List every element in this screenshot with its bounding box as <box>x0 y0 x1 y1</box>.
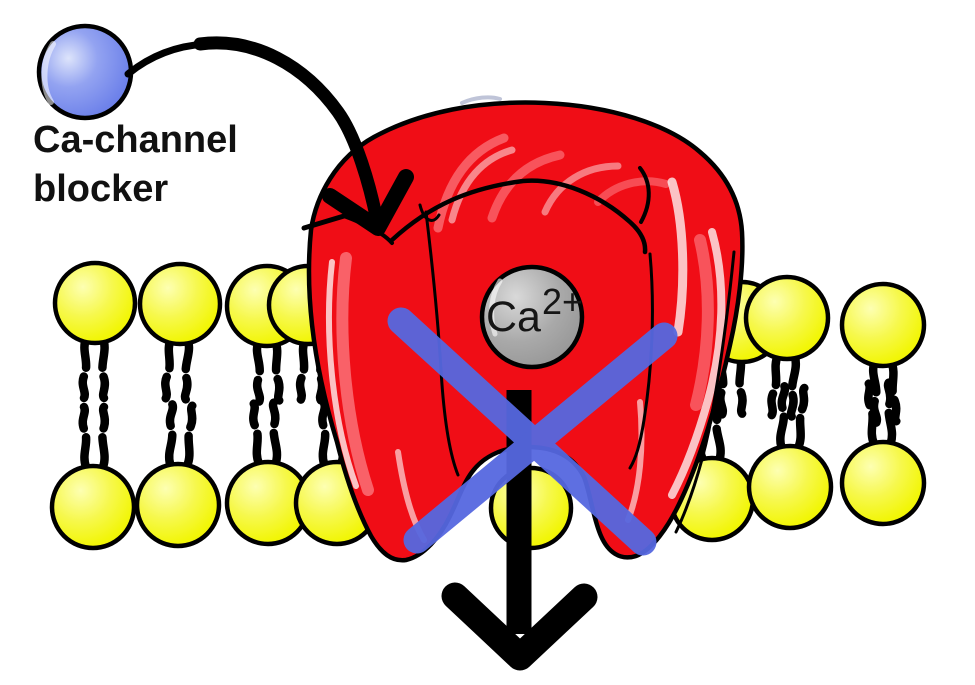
ion-charge: 2+ <box>541 281 584 322</box>
lipid-head <box>134 461 222 549</box>
block-x-icon <box>387 307 678 556</box>
lipid-head <box>137 261 223 347</box>
channel-inner-wall-right <box>628 252 654 470</box>
channel-rim-fold <box>638 166 651 224</box>
channel-mouth-line <box>389 178 648 255</box>
channel-inner-lines <box>301 95 736 534</box>
channel-inner-hook <box>418 203 441 222</box>
lipid-tails <box>255 340 280 401</box>
calcium-ion <box>479 264 585 370</box>
channel-highlights <box>326 133 726 543</box>
blocker-molecule <box>36 23 134 121</box>
blocker-arrow-head <box>322 169 414 236</box>
flow-arrow-head <box>441 582 598 671</box>
lipid-tails <box>167 404 193 465</box>
blocker-label: Ca-channel blocker <box>33 119 238 210</box>
lipid-tails <box>165 338 190 399</box>
ion-symbol: Ca <box>486 293 541 341</box>
blocker-sphere-highlight <box>41 41 56 105</box>
lipid-head <box>839 281 927 369</box>
lipid-head <box>746 443 834 531</box>
blocker-arrow <box>124 36 414 236</box>
channel-notch-rim <box>301 213 347 231</box>
calcium-channel <box>301 95 745 563</box>
lipid-tails <box>253 403 278 464</box>
lipid-head <box>49 463 137 551</box>
lipid-head <box>743 274 831 362</box>
lipid-tails <box>83 338 105 398</box>
block-x-stroke <box>403 322 678 554</box>
lipid-tails <box>83 407 105 467</box>
channel-top-smudge <box>460 95 502 105</box>
lipid-head <box>52 260 138 346</box>
block-x-stroke <box>387 307 657 556</box>
calcium-ion-label: Ca2+ <box>486 281 606 341</box>
blocker-arrow-curve <box>193 36 384 228</box>
calcium-ion-circle <box>479 264 585 370</box>
calcium-ion-highlight <box>489 278 503 337</box>
channel-outer-squiggle <box>674 250 736 534</box>
blocker-arrow-tail <box>124 40 209 78</box>
lipid-head <box>839 439 927 527</box>
